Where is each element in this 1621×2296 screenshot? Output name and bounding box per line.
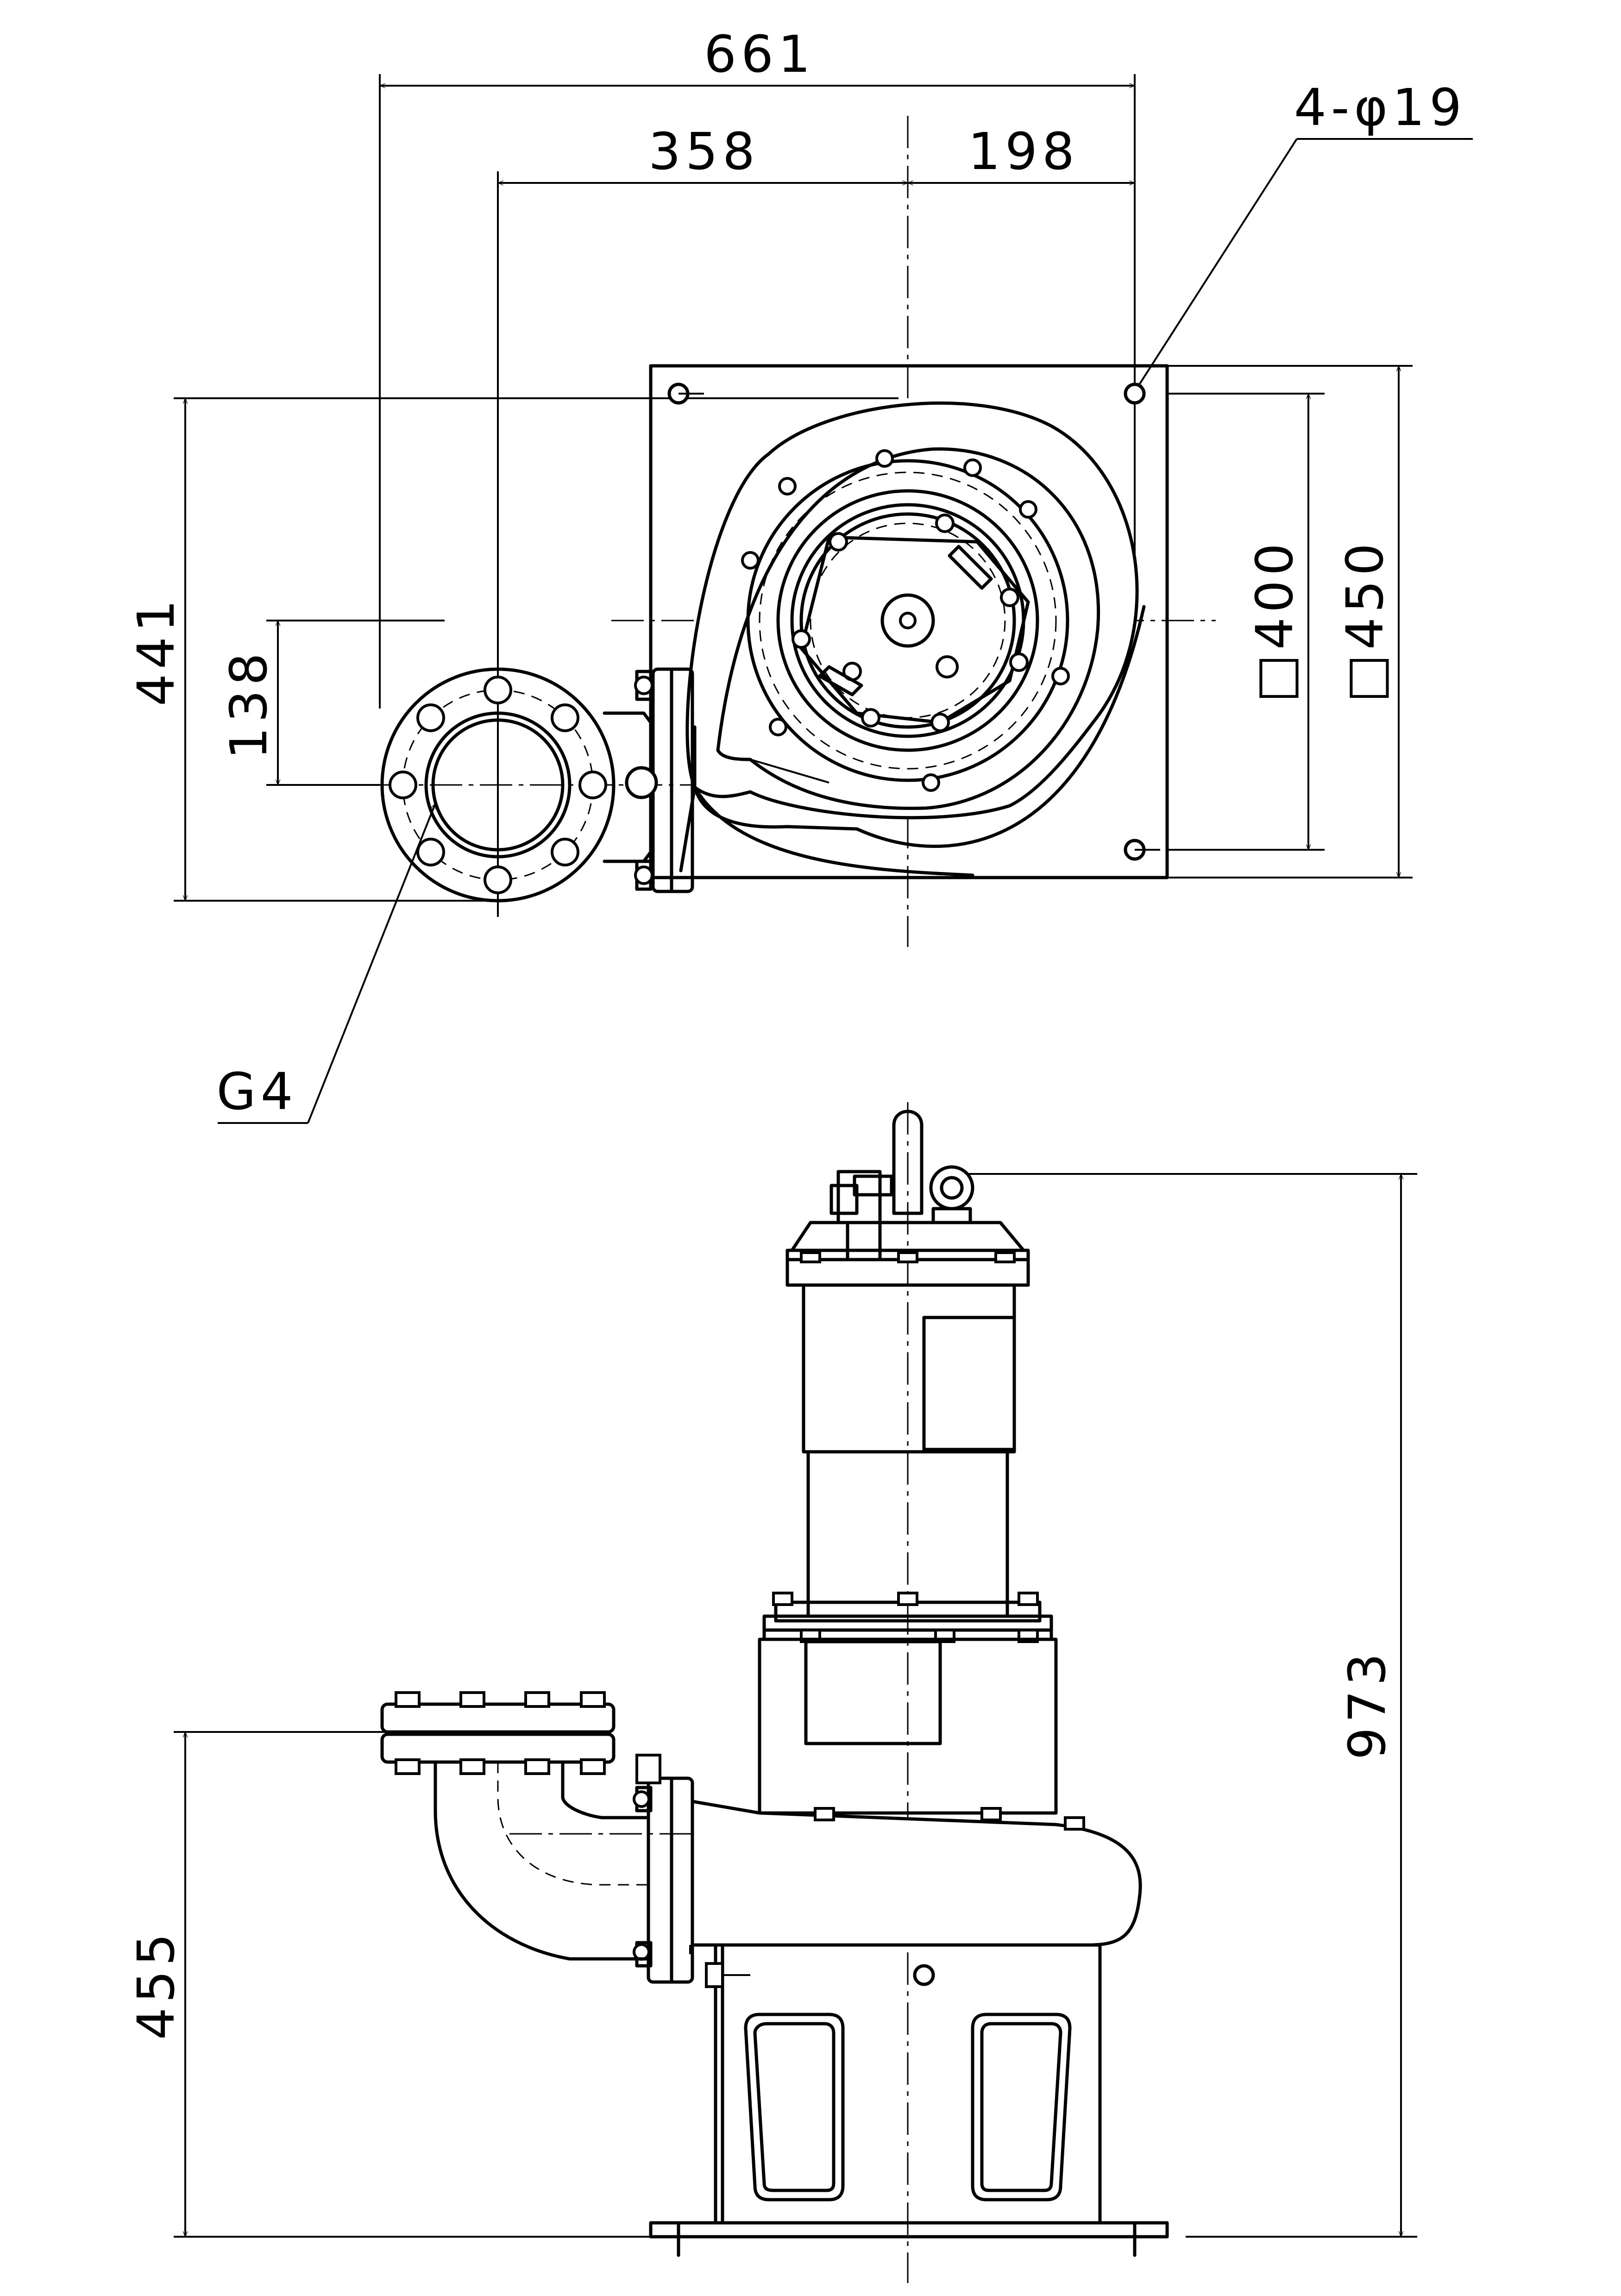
lifting-handle: [818, 665, 863, 696]
dim-overall-height: 973: [1338, 1649, 1397, 1760]
motor-frame-upper: [802, 1283, 1016, 1454]
dimension-labels: 661 358 198 4-φ19 441 138 □400 □450 G4 4…: [126, 25, 1466, 2040]
motor-cover: [799, 512, 1016, 729]
volute-casing-elevation: [691, 1799, 1142, 1947]
elevation-view: [380, 1102, 1169, 2283]
pump-stand: [721, 1943, 1102, 2225]
lifting-handle: [948, 545, 993, 590]
bolt-circle-outer: [746, 459, 1069, 782]
dim-discharge-height: 455: [126, 1929, 186, 2040]
dim-overall-width: 661: [704, 25, 815, 84]
plan-view: [380, 116, 1216, 947]
dim-discharge-center-offset: 138: [219, 648, 278, 759]
pipe-flange-bottom: [380, 1732, 616, 1764]
discharge-bore: [424, 711, 572, 859]
discharge-flange-bolts: [389, 676, 607, 894]
pipe-flange-top: [380, 1702, 616, 1734]
dim-hole-spec: 4-φ19: [1294, 78, 1466, 137]
discharge-flange: [380, 667, 616, 903]
dim-inner-square: □400: [1245, 539, 1304, 703]
stand-window-left: [744, 2013, 845, 2202]
dim-outer-square: □450: [1335, 539, 1395, 703]
base-plate-outline: [649, 364, 1169, 879]
base-plate-elevation: [649, 2221, 1169, 2239]
ring-bolts: [741, 449, 1070, 792]
dim-discharge-offset: 358: [648, 122, 760, 181]
dim-right-offset: 198: [968, 122, 1079, 181]
mounting-hole: [1124, 383, 1146, 405]
nameplate: [922, 1316, 1016, 1451]
dim-discharge-label: G4: [216, 1062, 297, 1121]
cover-bolts: [792, 514, 1029, 732]
dim-plan-depth: 441: [126, 595, 186, 706]
bearing-housing: [758, 1637, 1058, 1815]
lifting-hook: [892, 1110, 924, 1215]
stand-window-right: [971, 2013, 1072, 2202]
vent-plug: [936, 655, 959, 678]
discharge-elbow: [434, 1760, 650, 1961]
